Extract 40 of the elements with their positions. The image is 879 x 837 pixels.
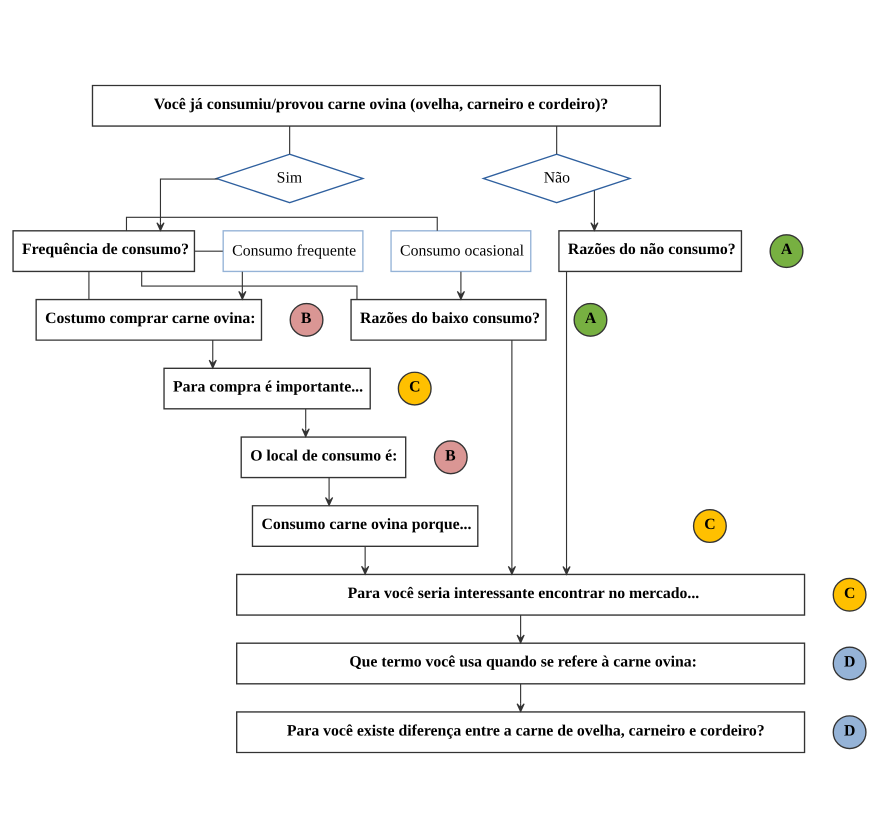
arrow [562,271,571,574]
connector [194,250,223,252]
node-diamond: Sim [214,153,366,203]
node-box: Que termo você usa quando se refere à carne ovina: [236,642,806,684]
node-circle: C [398,371,432,406]
node-circle: B [290,302,324,336]
node-circle: A [573,302,608,336]
node-box: O local de consumo é: [240,436,406,478]
connector [556,126,558,154]
node-circle: D [832,714,867,749]
arrow [324,477,334,506]
node-diamond: Não [481,153,632,203]
node-box: Você já consumiu/provou carne ovina (ovelha, carneiro e cordeiro)? [92,84,661,126]
node-box: Para você existe diferença entre a carne de ovelha, carneiro e cordeiro? [236,710,806,753]
arrow [361,546,370,574]
node-circle: C [832,577,867,612]
node-circle: D [832,646,867,680]
arrow [516,614,525,643]
node-box: Costumo comprar carne ovina: [35,298,262,340]
arrow [456,271,466,300]
arrow [238,271,246,300]
node-box: Frequência de consumo? [12,230,196,272]
node-circle: B [434,440,468,474]
connector [88,271,90,299]
node-box: Consumo frequente [222,230,364,272]
node-box: Consumo carne ovina porque... [252,504,478,546]
connector [289,126,290,154]
node-box: Para compra é importante... [163,367,371,410]
node-circle: A [770,234,804,268]
node-box: Para você seria interessante encontrar no mercado... [236,573,806,616]
arrow [156,178,218,231]
arrow [590,190,599,231]
node-box: Razões do não consumo? [558,230,742,272]
arrow [516,684,525,712]
arrow [208,340,217,368]
node-box: Razões do baixo consumo? [350,298,547,340]
node-box: Consumo ocasional [390,230,532,272]
arrow [508,340,516,574]
arrow [302,408,310,437]
node-circle: C [692,508,727,543]
